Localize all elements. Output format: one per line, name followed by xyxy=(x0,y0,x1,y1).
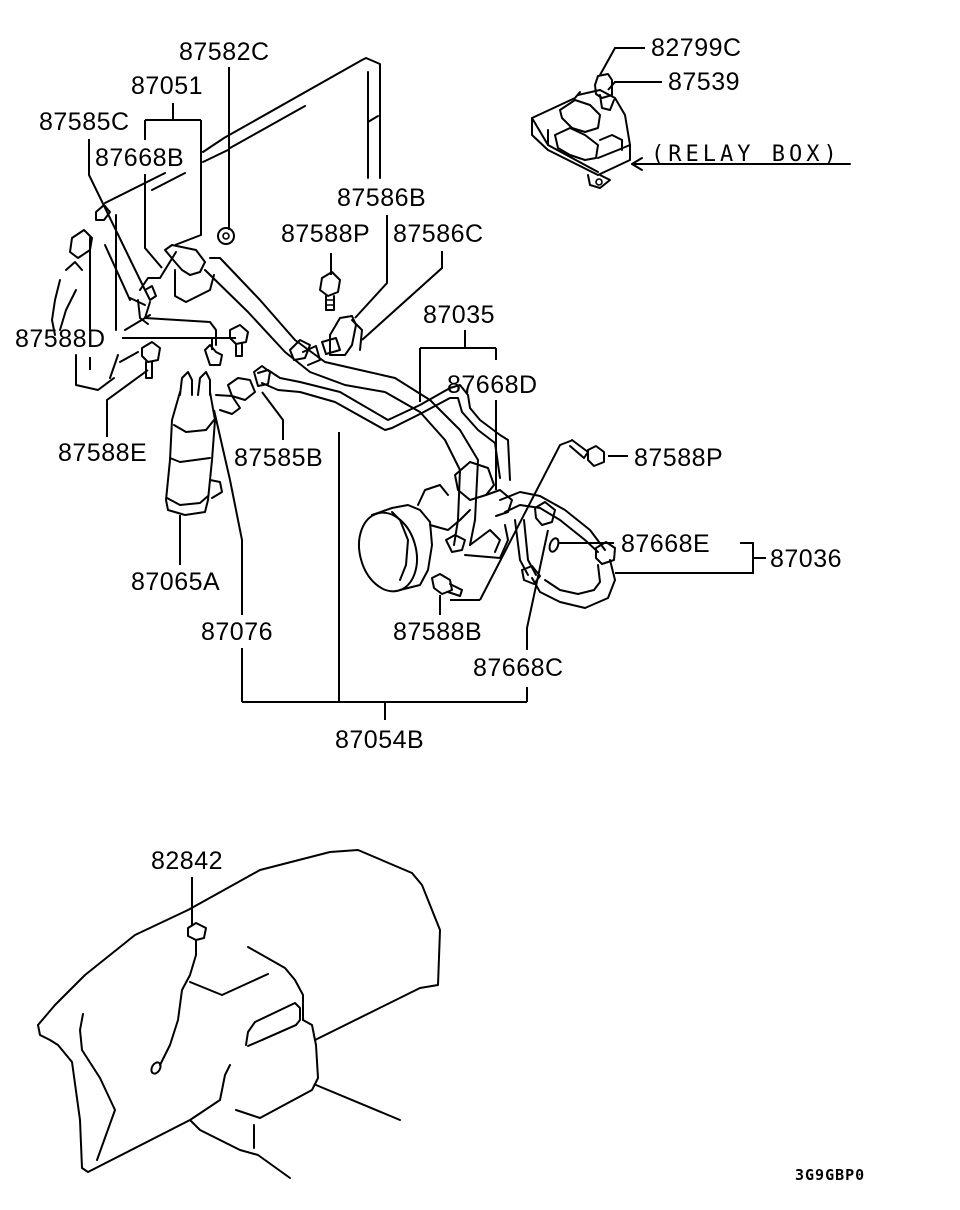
part-label-87586C[interactable]: 87586C xyxy=(393,220,484,248)
bolt-87588D-b xyxy=(141,341,161,379)
hose-assembly xyxy=(137,244,511,546)
leader-lines xyxy=(88,47,766,925)
part-label-87539[interactable]: 87539 xyxy=(668,68,740,96)
clip-87588D-c xyxy=(204,344,223,366)
part-label-87036[interactable]: 87036 xyxy=(770,545,842,573)
part-label-87051[interactable]: 87051 xyxy=(131,72,203,100)
part-label-82799C[interactable]: 82799C xyxy=(651,34,742,62)
part-label-87585B[interactable]: 87585B xyxy=(234,444,323,472)
part-label-87054B[interactable]: 87054B xyxy=(335,726,424,754)
part-label-87588D[interactable]: 87588D xyxy=(15,325,106,353)
part-label-87588B[interactable]: 87588B xyxy=(393,618,482,646)
part-label-87586B[interactable]: 87586B xyxy=(337,184,426,212)
nut-87582C xyxy=(217,227,235,245)
part-label-82842[interactable]: 82842 xyxy=(151,847,223,875)
bolt-87588D-a xyxy=(229,324,249,357)
bolt-87588P-right xyxy=(569,439,605,467)
part-label-87668D[interactable]: 87668D xyxy=(447,371,538,399)
part-label-87588P-right[interactable]: 87588P xyxy=(634,444,723,472)
figure-code: 3G9GBP0 xyxy=(795,1166,865,1184)
part-label-87668B[interactable]: 87668B xyxy=(95,144,184,172)
relay-box xyxy=(531,73,631,189)
part-label-87076[interactable]: 87076 xyxy=(201,618,273,646)
relay-box-label: (RELAY BOX) xyxy=(651,142,841,167)
compressor xyxy=(358,461,513,597)
relay-box-arrowhead xyxy=(631,157,643,171)
suction-hose xyxy=(499,491,616,609)
part-label-87035[interactable]: 87035 xyxy=(423,301,495,329)
dashboard xyxy=(37,849,441,1179)
part-label-87065A[interactable]: 87065A xyxy=(131,568,220,596)
part-label-87668E[interactable]: 87668E xyxy=(621,530,710,558)
part-label-87585C[interactable]: 87585C xyxy=(39,108,130,136)
part-label-87668C[interactable]: 87668C xyxy=(473,654,564,682)
part-label-87588P-top[interactable]: 87588P xyxy=(281,220,370,248)
part-label-87582C[interactable]: 87582C xyxy=(179,38,270,66)
condenser xyxy=(51,57,381,391)
part-labels: 87582C 87051 87585C 87668B 87586B 87588P… xyxy=(15,34,865,1184)
sensor-82842 xyxy=(150,922,207,1075)
bolt-87588P-top xyxy=(319,271,341,311)
part-label-87588E[interactable]: 87588E xyxy=(58,439,147,467)
receiver-drier xyxy=(165,371,223,516)
